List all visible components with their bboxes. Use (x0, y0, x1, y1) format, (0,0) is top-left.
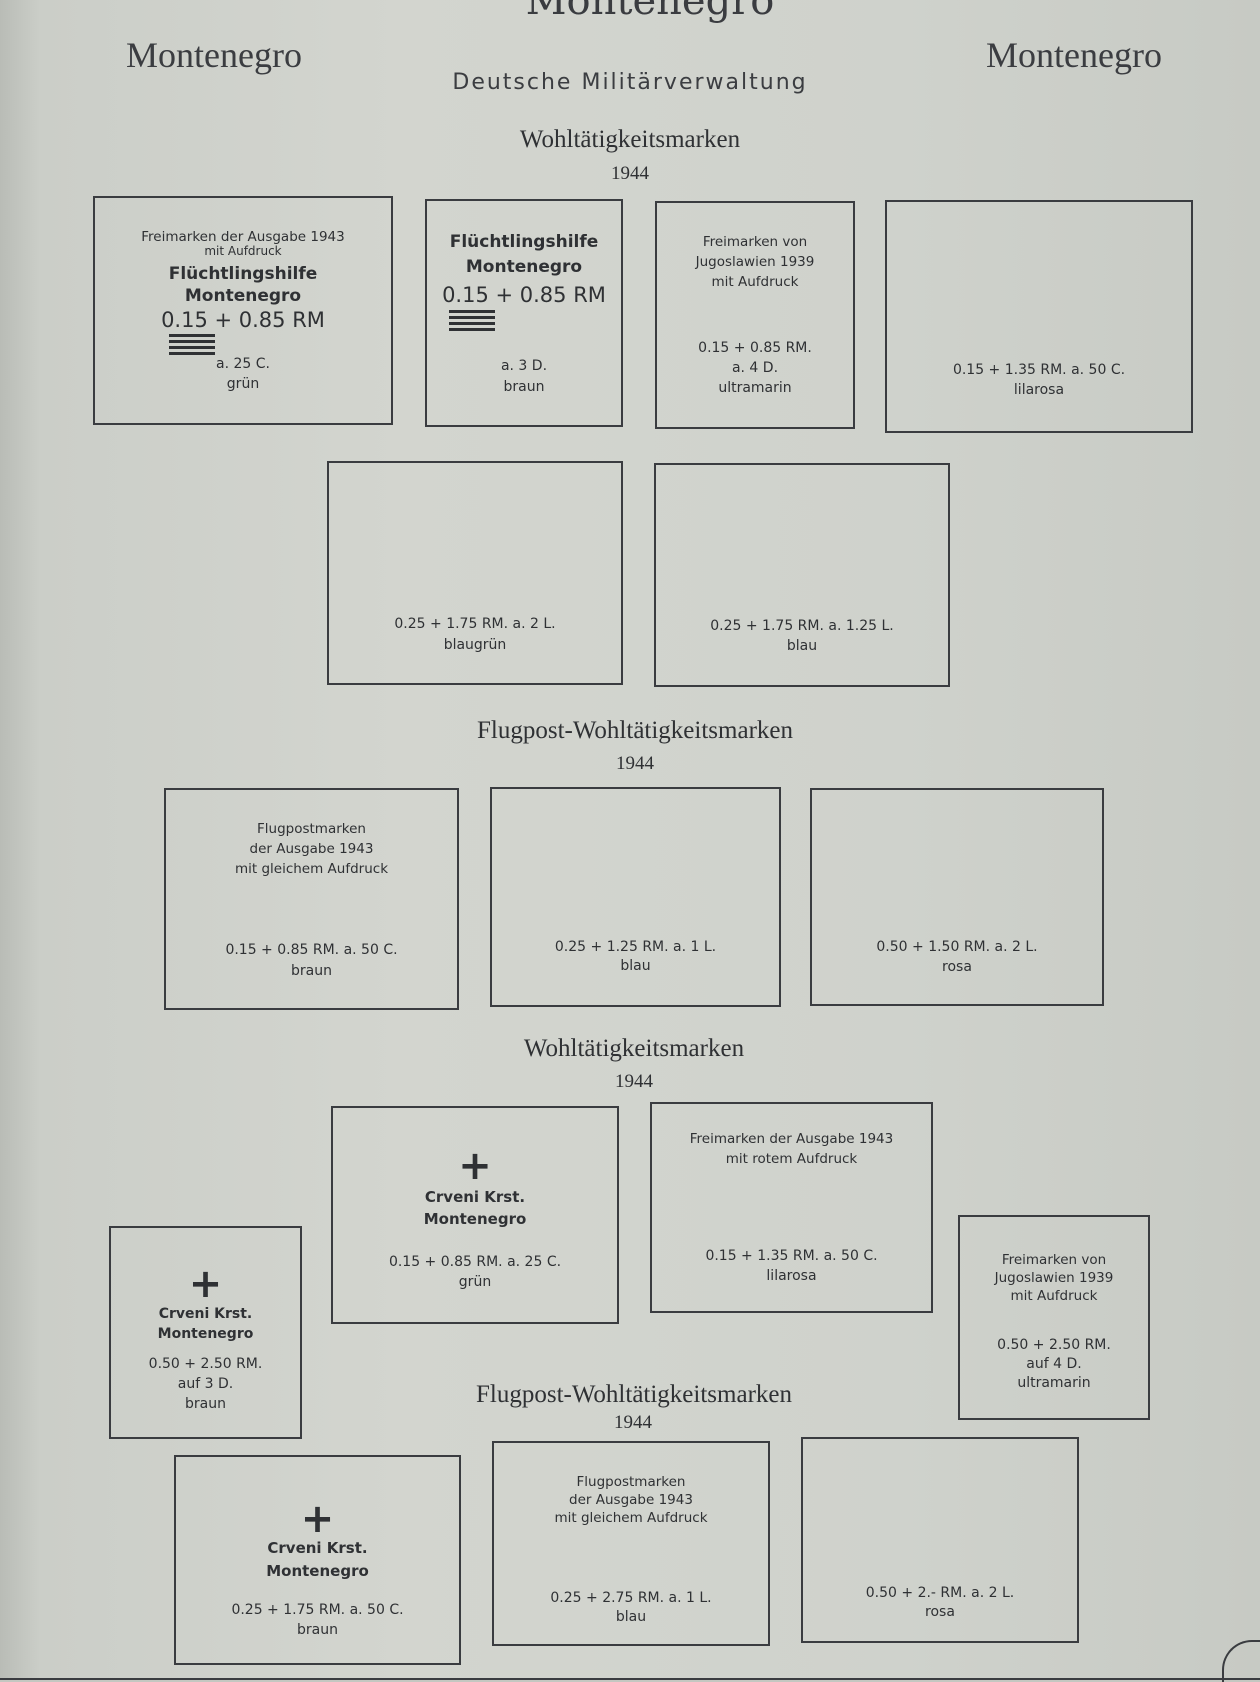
section1-year: 1944 (611, 163, 649, 184)
overprint-text: Montenegro (266, 1562, 369, 1580)
stamp-color: braun (291, 963, 332, 979)
overprint-text: Montenegro (157, 1326, 254, 1342)
stamp-description: 0.15 + 1.35 RM. a. 50 C. (705, 1248, 878, 1264)
stamp-color: grün (226, 376, 260, 392)
stamp-description: 0.25 + 1.75 RM. a. 1.25 L. (710, 618, 894, 634)
box-note: der Ausgabe 1943 (569, 1492, 693, 1508)
section2-year: 1944 (616, 753, 654, 774)
stamp-description: auf 3 D. (177, 1376, 234, 1392)
stamp-description: 0.15 + 0.85 RM. a. 25 C. (388, 1254, 562, 1270)
overprint-value: 0.15 + 0.85 RM (442, 283, 606, 307)
stamp-color: grün (458, 1274, 492, 1290)
overprint-text: Montenegro (465, 257, 583, 277)
stamp-description: a. 3 D. (500, 358, 548, 374)
box-note: Freimarken von (702, 234, 808, 250)
stamp-description: 0.25 + 1.75 RM. a. 50 C. (231, 1602, 404, 1618)
stamp-space: 0.25 + 1.25 RM. a. 1 L. blau (490, 787, 781, 1007)
box-note: mit gleichem Aufdruck (554, 1510, 708, 1526)
stamp-color: blaugrün (443, 637, 507, 653)
stamp-space: Flugpostmarken der Ausgabe 1943 mit glei… (164, 788, 459, 1010)
stamp-space: Flugpostmarken der Ausgabe 1943 mit glei… (492, 1441, 770, 1646)
stamp-description: 0.15 + 0.85 RM. (698, 340, 812, 356)
box-note: Jugoslawien 1939 (994, 1270, 1114, 1286)
section2-heading: Flugpost-Wohltätigkeitsmarken (476, 717, 793, 744)
box-note: mit Aufdruck (1010, 1288, 1098, 1304)
section4-heading: Flugpost-Wohltätigkeitsmarken (475, 1381, 792, 1408)
box-note: Jugoslawien 1939 (695, 254, 815, 270)
stamp-description: 0.50 + 2.- RM. a. 2 L. (865, 1585, 1015, 1601)
box-note: mit gleichem Aufdruck (234, 861, 389, 877)
stamp-space: + Crveni Krst. Montenegro 0.50 + 2.50 RM… (109, 1226, 302, 1439)
stamp-space: 0.50 + 2.- RM. a. 2 L. rosa (801, 1437, 1079, 1643)
stamp-description: 0.50 + 1.50 RM. a. 2 L. (876, 939, 1038, 955)
stamp-space: 0.15 + 1.35 RM. a. 50 C. lilarosa (885, 200, 1193, 433)
overprint-bars (169, 334, 215, 358)
box-note: Flugpostmarken (257, 821, 366, 837)
stamp-description: auf 4 D. (1026, 1356, 1082, 1372)
stamp-space: Freimarken der Ausgabe 1943 mit Aufdruck… (93, 196, 393, 425)
page-frame-edge (0, 1678, 1260, 1680)
box-note: mit Aufdruck (204, 244, 282, 258)
section3-heading: Wohltätigkeitsmarken (523, 1035, 745, 1062)
stamp-description: 0.25 + 2.75 RM. a. 1 L. (550, 1590, 712, 1606)
overprint-text: Crveni Krst. (158, 1306, 253, 1322)
stamp-color: braun (503, 379, 545, 395)
stamp-color: blau (786, 638, 818, 654)
box-note: mit Aufdruck (711, 274, 799, 290)
left-title: Montenegro (126, 35, 302, 75)
stamp-space: Freimarken der Ausgabe 1943 mit rotem Au… (650, 1102, 933, 1313)
overprint-bars (449, 310, 495, 334)
stamp-color: blau (620, 958, 651, 974)
stamp-description: 0.25 + 1.75 RM. a. 2 L. (394, 616, 556, 632)
stamp-color: ultramarin (1017, 1375, 1091, 1391)
right-title: Montenegro (986, 35, 1162, 75)
overprint-text: Flüchtlingshilfe (168, 264, 318, 284)
page-frame-corner (1222, 1640, 1260, 1682)
red-cross-icon: + (458, 1143, 492, 1189)
stamp-description: 0.15 + 1.35 RM. a. 50 C. (952, 362, 1126, 378)
box-note: Freimarken von (1001, 1252, 1107, 1268)
section4-year: 1944 (614, 1412, 652, 1433)
stamp-color: rosa (942, 959, 972, 975)
overprint-value: 0.15 + 0.85 RM (161, 308, 325, 332)
stamp-description: a. 4 D. (731, 360, 779, 376)
stamp-space: Flüchtlingshilfe Montenegro 0.15 + 0.85 … (425, 199, 623, 427)
overprint-text: Flüchtlingshilfe (449, 232, 599, 252)
box-note: Freimarken der Ausgabe 1943 (141, 229, 345, 245)
overprint-text: Montenegro (423, 1210, 527, 1228)
stamp-color: braun (297, 1622, 338, 1638)
box-note: Flugpostmarken (576, 1474, 686, 1490)
red-cross-icon: + (188, 1261, 223, 1307)
overprint-text: Montenegro (184, 286, 302, 306)
section3-year: 1944 (615, 1071, 653, 1092)
stamp-color: rosa (925, 1604, 955, 1620)
stamp-space: + Crveni Krst. Montenegro 0.15 + 0.85 RM… (331, 1106, 619, 1324)
stamp-color: lilarosa (766, 1268, 817, 1284)
stamp-space: 0.25 + 1.75 RM. a. 1.25 L. blau (654, 463, 950, 687)
page-top-title: Montenegro (525, 0, 775, 24)
stamp-description: 0.25 + 1.25 RM. a. 1 L. (554, 939, 717, 955)
stamp-space: 0.50 + 1.50 RM. a. 2 L. rosa (810, 788, 1104, 1006)
subtitle: Deutsche Militärverwaltung (452, 70, 808, 95)
stamp-description: 0.50 + 2.50 RM. (997, 1337, 1111, 1353)
stamp-space: Freimarken von Jugoslawien 1939 mit Aufd… (958, 1215, 1150, 1420)
box-note: der Ausgabe 1943 (249, 841, 374, 857)
overprint-text: Crveni Krst. (267, 1539, 368, 1557)
stamp-description: 0.15 + 0.85 RM. a. 50 C. (225, 942, 398, 958)
red-cross-icon: + (300, 1496, 335, 1542)
stamp-color: ultramarin (718, 380, 792, 396)
stamp-color: blau (615, 1609, 647, 1625)
stamp-color: lilarosa (1013, 382, 1065, 398)
section1-heading: Wohltätigkeitsmarken (519, 126, 741, 153)
overprint-text: Crveni Krst. (424, 1188, 526, 1206)
box-note: Freimarken der Ausgabe 1943 (689, 1131, 894, 1147)
stamp-color: braun (185, 1396, 226, 1412)
stamp-description: a. 25 C. (216, 356, 270, 372)
stamp-description: 0.50 + 2.50 RM. (148, 1356, 263, 1372)
box-note: mit rotem Aufdruck (725, 1151, 858, 1167)
stamp-space: Freimarken von Jugoslawien 1939 mit Aufd… (655, 201, 855, 429)
stamp-space: + Crveni Krst. Montenegro 0.25 + 1.75 RM… (174, 1455, 461, 1665)
stamp-space: 0.25 + 1.75 RM. a. 2 L. blaugrün (327, 461, 623, 685)
